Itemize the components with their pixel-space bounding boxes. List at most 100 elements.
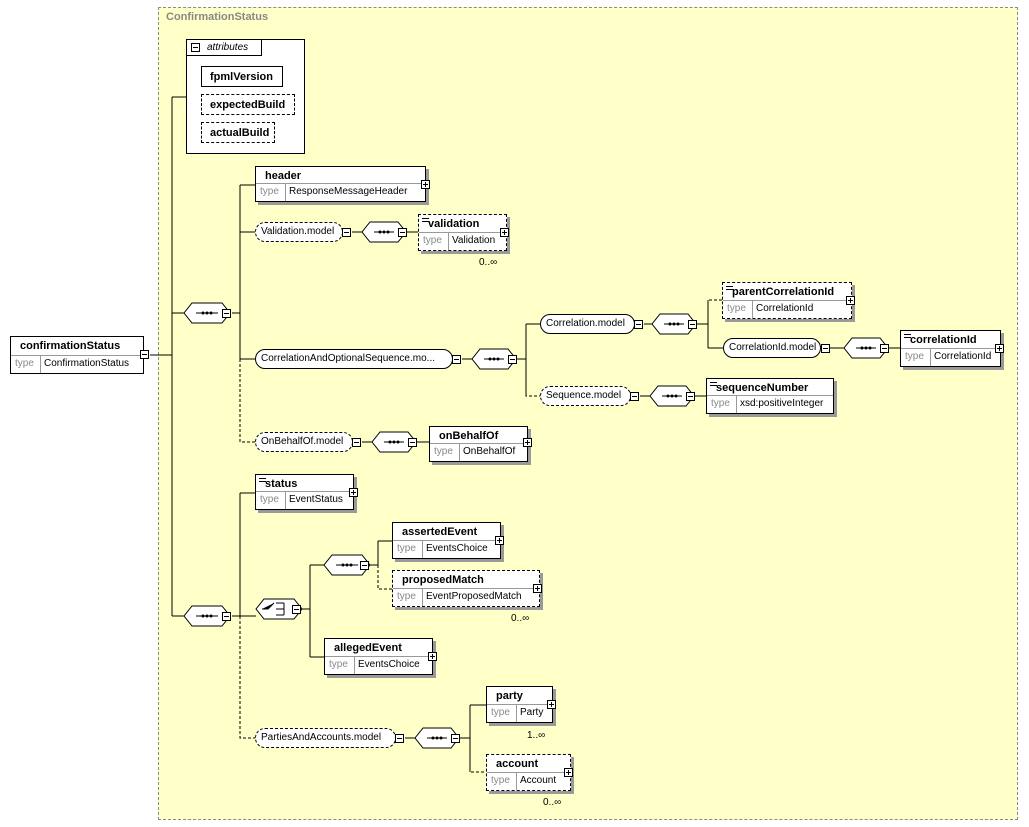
collapse-toggle-onBehalfOf-seq[interactable] (408, 438, 417, 447)
element-name: header (265, 170, 302, 182)
type-value: EventProposedMatch (426, 591, 522, 602)
element-name: confirmationStatus (20, 340, 121, 352)
expand-toggle-parentCorrelationId[interactable] (846, 296, 855, 305)
element-name: onBehalfOf (439, 430, 499, 442)
expand-toggle-validation[interactable] (500, 228, 509, 237)
expand-toggle-assertedEvent[interactable] (495, 536, 504, 545)
type-value: ResponseMessageHeader (289, 186, 408, 197)
collapse-toggle-correlation-and-optional-sequence[interactable] (452, 355, 461, 364)
element-name: assertedEvent (402, 526, 478, 538)
element-name: correlationId (910, 334, 977, 346)
type-value: Account (520, 775, 557, 786)
doc-icon (904, 334, 911, 341)
expand-toggle-proposedMatch[interactable] (533, 584, 542, 593)
element-name: party (496, 690, 523, 702)
expand-toggle-correlationId[interactable] (995, 344, 1004, 353)
collapse-toggle-sequence-2[interactable] (222, 612, 231, 621)
group-correlationId-model[interactable]: CorrelationId.model (723, 338, 821, 358)
element-name: account (496, 758, 539, 770)
type-value: EventStatus (289, 494, 343, 505)
cardinality-account: 0..∞ (543, 797, 562, 808)
type-value: EventsChoice (426, 543, 488, 554)
type-value: CorrelationId (756, 303, 814, 314)
attribute-fpmlVersion[interactable]: fpmlVersion (201, 66, 283, 87)
collapse-toggle-validation-model[interactable] (342, 228, 351, 237)
expand-toggle-status[interactable] (349, 488, 358, 497)
type-value: ConfirmationStatus (44, 358, 130, 369)
collapse-toggle-correlation-model[interactable] (634, 320, 643, 329)
collapse-toggle-correlation-seq[interactable] (508, 355, 517, 364)
collapse-toggle-parties-and-accounts[interactable] (395, 734, 404, 743)
attributes-tab[interactable]: attributes (186, 39, 262, 56)
expand-toggle-onBehalfOf[interactable] (523, 438, 532, 447)
collapse-toggle-root[interactable] (140, 350, 149, 359)
group-onBehalfOf-model[interactable]: OnBehalfOf.model (255, 432, 353, 452)
element-name: allegedEvent (334, 642, 402, 654)
attribute-expectedBuild[interactable]: expectedBuild (201, 94, 295, 115)
attributes-label: attributes (207, 42, 249, 53)
type-value: xsd:positiveInteger (740, 398, 824, 409)
doc-icon (726, 286, 733, 293)
collapse-toggle-parties-seq[interactable] (451, 734, 460, 743)
doc-icon (422, 218, 429, 225)
group-parties-and-accounts-model[interactable]: PartiesAndAccounts.model (255, 728, 396, 748)
group-correlation-model[interactable]: Correlation.model (540, 314, 635, 334)
collapse-toggle-sequence-model-seq[interactable] (686, 392, 695, 401)
cardinality-validation: 0..∞ (479, 257, 498, 268)
doc-icon (259, 478, 266, 485)
group-validation-model[interactable]: Validation.model (255, 222, 343, 242)
collapse-toggle-sequence-model[interactable] (630, 392, 639, 401)
attribute-actualBuild[interactable]: actualBuild (201, 122, 275, 143)
collapse-toggle-correlation-model-seq[interactable] (688, 320, 697, 329)
cardinality-party: 1..∞ (527, 730, 546, 741)
collapse-toggle-onBehalfOf-model[interactable] (352, 438, 361, 447)
doc-icon (710, 382, 717, 389)
expand-toggle-allegedEvent[interactable] (428, 652, 437, 661)
collapse-toggle-choice[interactable] (292, 605, 301, 614)
type-value: EventsChoice (358, 659, 420, 670)
type-value: Validation (452, 235, 496, 246)
collapse-toggle-validation-seq[interactable] (398, 228, 407, 237)
expand-toggle-header[interactable] (421, 180, 430, 189)
collapse-toggle-choice-seq[interactable] (360, 561, 369, 570)
element-name: proposedMatch (402, 574, 484, 586)
collapse-toggle-sequence-1[interactable] (222, 309, 231, 318)
region-title: ConfirmationStatus (166, 11, 269, 23)
element-name: validation (428, 218, 480, 230)
element-name: sequenceNumber (716, 382, 809, 394)
expand-toggle-account[interactable] (564, 768, 573, 777)
element-name: parentCorrelationId (732, 286, 835, 298)
collapse-toggle-correlationId-model[interactable] (821, 344, 830, 353)
group-correlation-and-optional-sequence[interactable]: CorrelationAndOptionalSequence.mo... (255, 349, 453, 369)
group-sequence-model[interactable]: Sequence.model (540, 386, 631, 406)
expand-toggle-party[interactable] (547, 700, 556, 709)
collapse-toggle-attributes[interactable] (191, 43, 200, 52)
element-name: status (265, 478, 298, 490)
cardinality-proposedMatch: 0..∞ (511, 613, 530, 624)
collapse-toggle-correlationId-seq[interactable] (880, 344, 889, 353)
